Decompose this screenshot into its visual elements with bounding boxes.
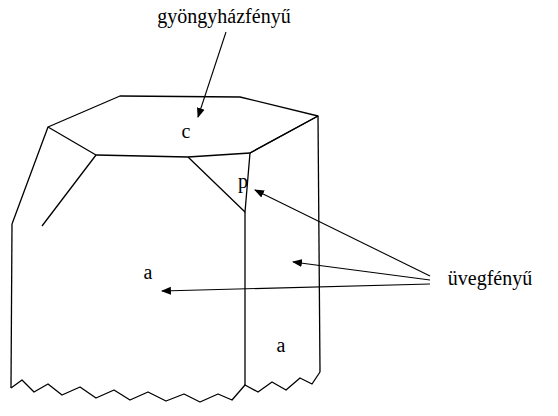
material-label: gyöngyházfényű bbox=[157, 6, 290, 26]
leader-lines bbox=[162, 32, 430, 291]
material-label: üvegfényű bbox=[448, 268, 532, 288]
face-letter: c bbox=[182, 121, 191, 141]
face-letter: p bbox=[238, 171, 248, 191]
face-letter: a bbox=[277, 335, 286, 355]
crystal-outline bbox=[11, 96, 320, 402]
face-letter: a bbox=[144, 262, 153, 282]
